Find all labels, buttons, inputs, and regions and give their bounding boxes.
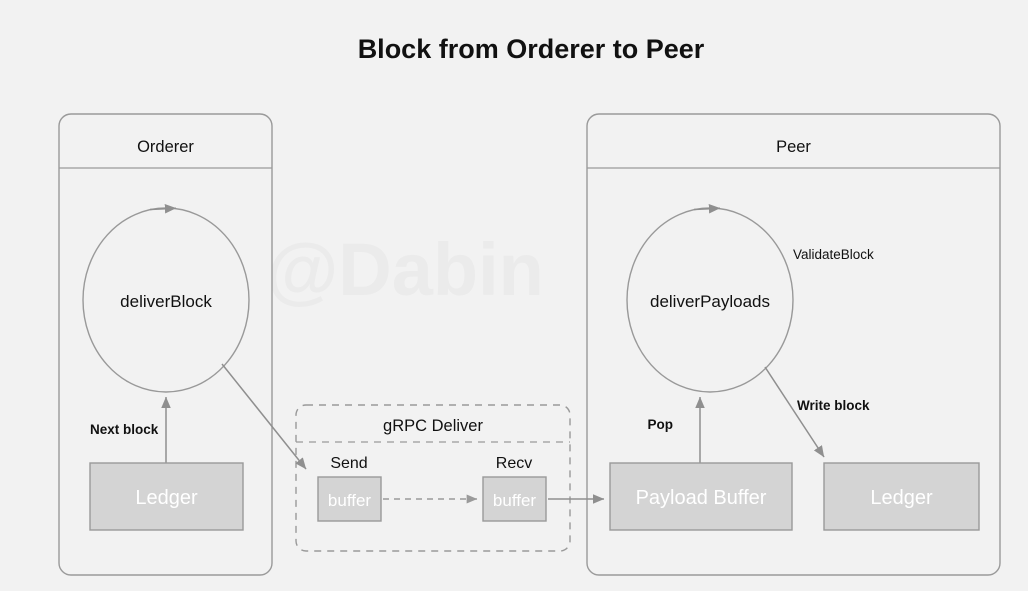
write-block-label: Write block [797,398,870,413]
peer-panel-title: Peer [776,138,811,156]
payload-buffer-label: Payload Buffer [636,487,767,509]
box-recv-buffer[interactable]: buffer [482,476,547,522]
orderer-ledger-label: Ledger [135,487,198,509]
orderer-ledger-rect[interactable] [89,462,244,531]
next-block-label: Next block [90,422,159,437]
recv-label: Recv [496,455,532,472]
edge-pop: Pop [648,396,705,463]
write-block-arrow [764,366,825,458]
orderer-panel-title: Orderer [137,138,194,156]
box-send-buffer[interactable]: buffer [317,476,382,522]
panel-peer: Peer deliverPayloads ValidateBlock Pop W… [586,113,1001,576]
panel-orderer: Orderer deliverBlock Next block Ledger [58,113,273,576]
edge-next-block: Next block [90,396,171,463]
page-title: Block from Orderer to Peer [358,34,705,64]
box-payload-buffer[interactable]: Payload Buffer [609,462,793,531]
grpc-group-title: gRPC Deliver [383,417,483,435]
deliver-block-to-send-arrow [221,363,307,470]
recv-buffer-label: buffer [493,491,537,510]
payload-buffer-rect[interactable] [609,462,793,531]
grpc-group-rect [295,404,571,552]
recv-buffer-rect[interactable] [482,476,547,522]
deliver-block-label: deliverBlock [120,292,212,311]
watermark-text: @Dabin [266,228,544,311]
send-buffer-label: buffer [328,491,372,510]
send-buffer-rect[interactable] [317,476,382,522]
deliver-block-loop-arrowhead [149,203,177,214]
send-label: Send [330,455,367,472]
peer-panel-rect [586,113,1001,576]
validate-block-label: ValidateBlock [793,247,874,262]
peer-ledger-label: Ledger [870,487,933,509]
peer-ledger-rect[interactable] [823,462,980,531]
orderer-loop: deliverBlock [82,203,250,393]
deliver-payloads-label: deliverPayloads [650,292,770,311]
box-orderer-ledger[interactable]: Ledger [89,462,244,531]
edge-write-block: Write block [764,366,870,458]
deliver-payloads-loop-arrowhead [693,203,721,214]
grpc-deliver-group: gRPC Deliver Send Recv buffer buffer [295,404,571,552]
peer-loop: deliverPayloads ValidateBlock [626,203,874,393]
pop-label: Pop [648,417,674,432]
box-peer-ledger[interactable]: Ledger [823,462,980,531]
